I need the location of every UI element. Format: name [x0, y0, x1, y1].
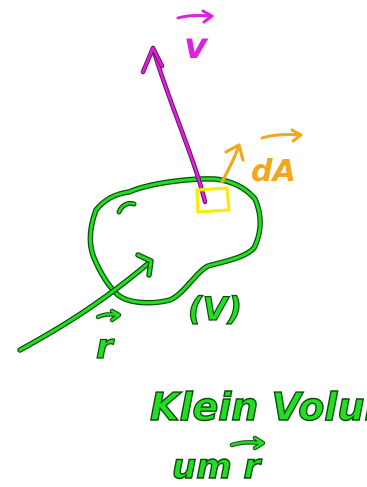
normal-vector: [220, 143, 245, 184]
caption-line1: Klein Volum: [150, 385, 367, 429]
area-element-patch: [195, 186, 231, 214]
velocity-label-text: v: [184, 26, 209, 67]
caption-line2: um r: [172, 447, 262, 487]
volume-label-text: (V): [188, 290, 242, 328]
volume-outline: [87, 176, 263, 306]
area-label-text: dA: [251, 154, 296, 189]
position-vector: [17, 252, 154, 353]
area-label: dA: [251, 128, 303, 189]
velocity-label: v: [176, 9, 214, 67]
velocity-vector: [140, 45, 208, 205]
caption: Klein Volum um r: [149, 384, 367, 487]
position-label-text: r: [96, 327, 115, 367]
volume-label: (V): [187, 289, 242, 328]
position-label: r: [95, 308, 122, 368]
